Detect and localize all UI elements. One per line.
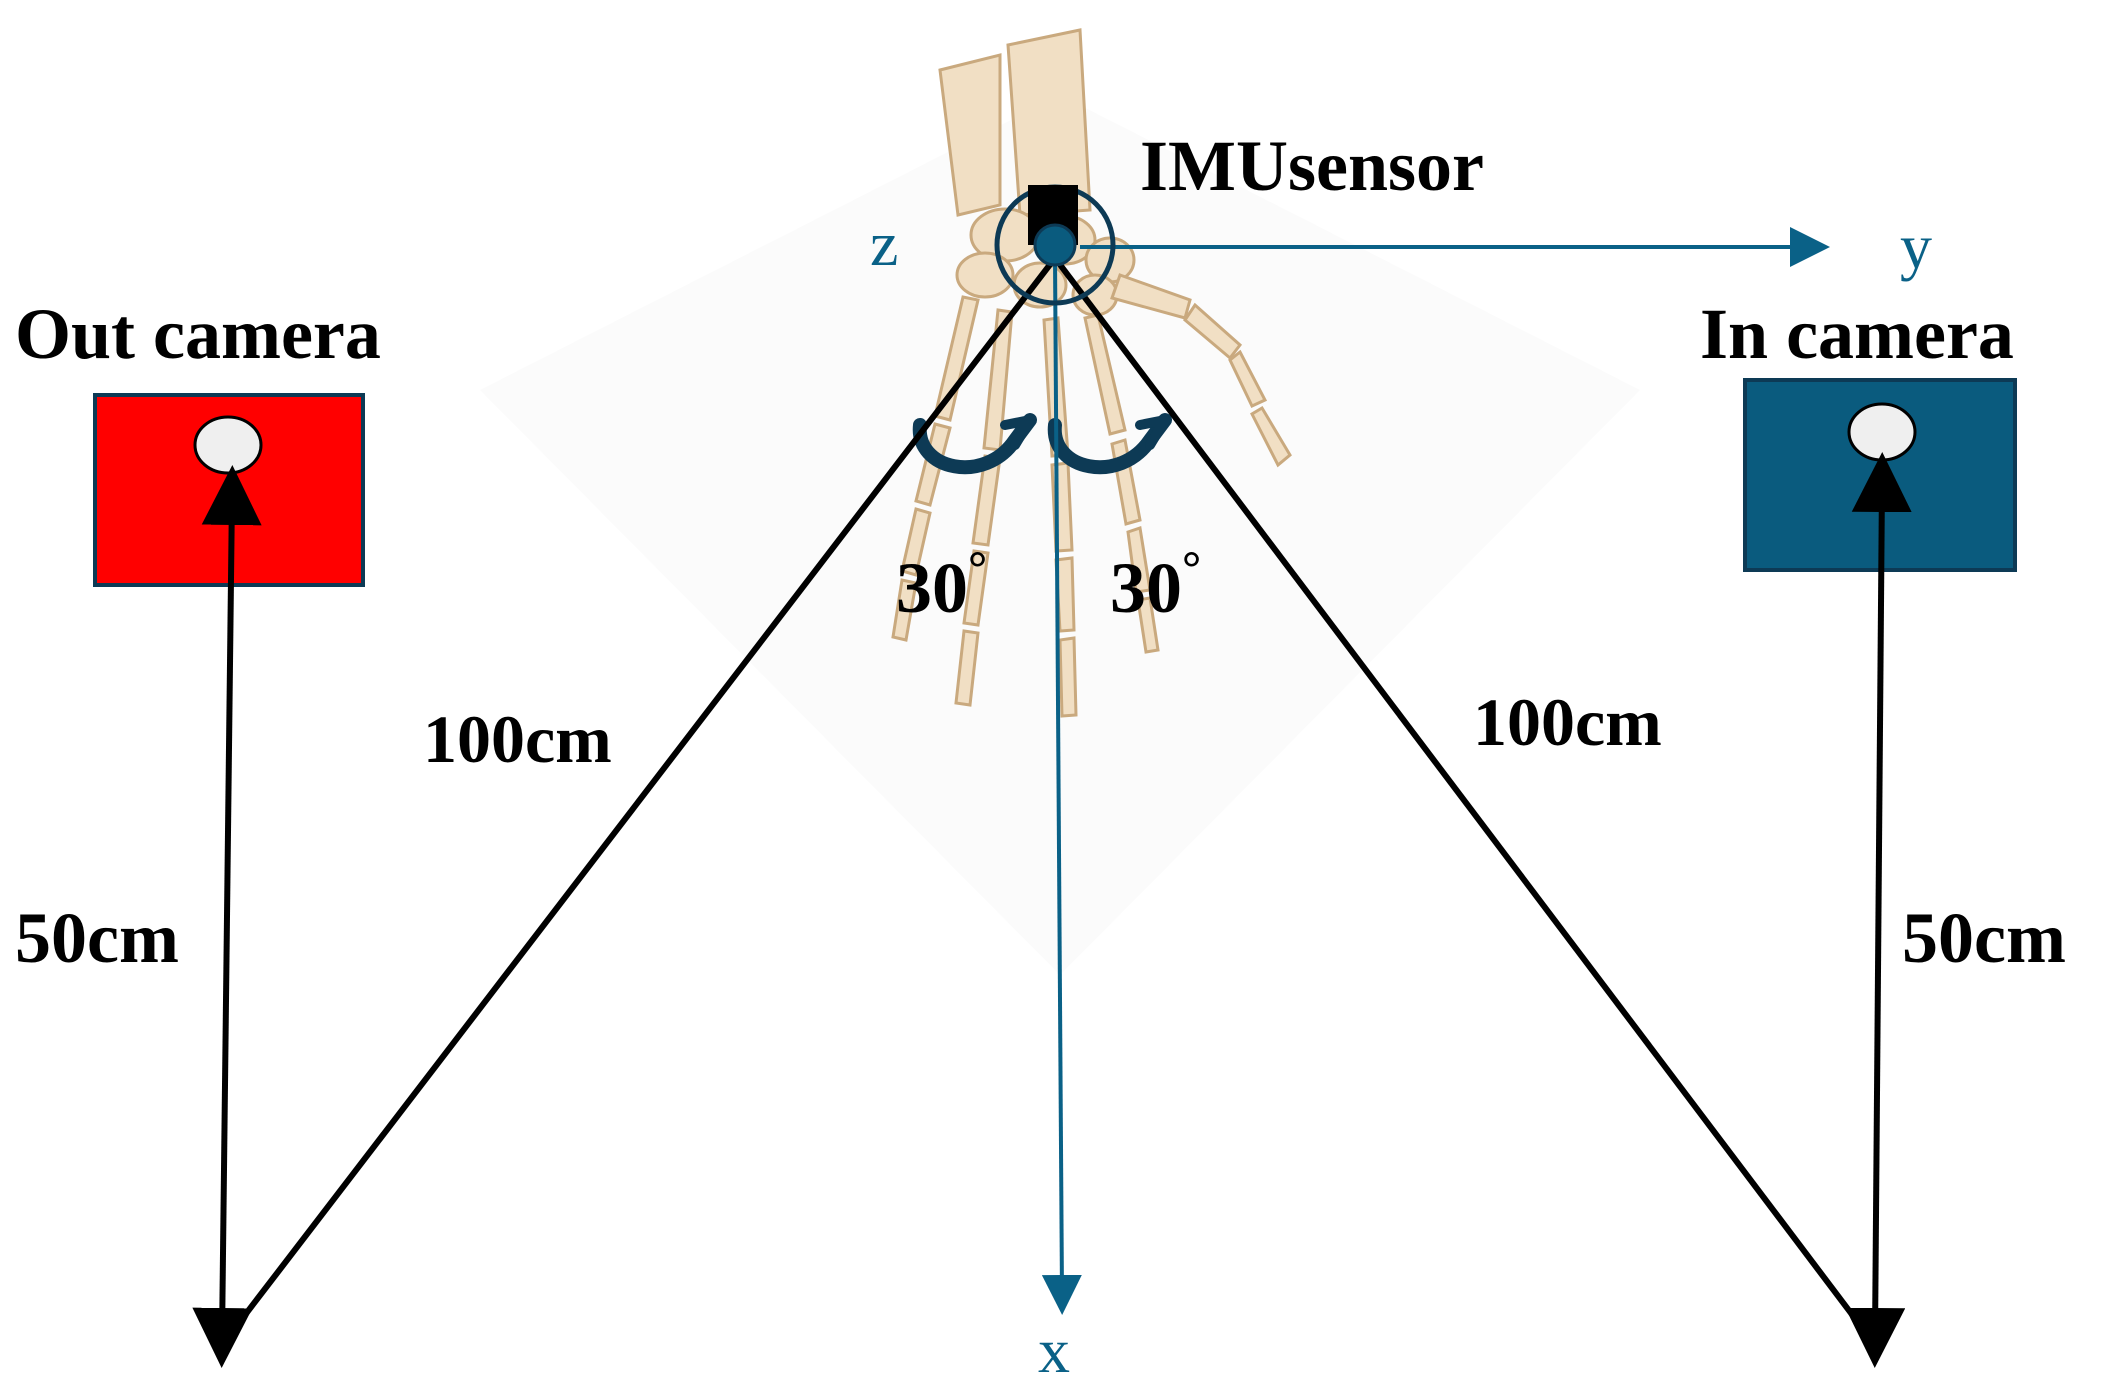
z-axis-label: z bbox=[870, 208, 898, 279]
x-axis-label: x bbox=[1038, 1315, 1070, 1386]
in-camera-lens bbox=[1847, 402, 1917, 462]
distance-label-right: 100cm bbox=[1473, 684, 1662, 760]
height-arrow-right bbox=[1845, 452, 1912, 1368]
height-arrow-left bbox=[192, 465, 262, 1368]
out-camera-lens bbox=[193, 415, 263, 475]
distance-line-right bbox=[1052, 256, 1878, 1347]
height-label-right: 50cm bbox=[1902, 898, 2066, 978]
distance-line-left bbox=[219, 256, 1058, 1347]
x-axis-line bbox=[1041, 257, 1082, 1315]
height-label-left: 50cm bbox=[15, 898, 179, 978]
out-camera-label: Out camera bbox=[15, 294, 381, 374]
angle-label-right: 30° bbox=[1110, 542, 1201, 628]
sensor-label: IMUsensor bbox=[1140, 126, 1484, 206]
angle-label-left: 30° bbox=[896, 542, 987, 628]
rotation-arrow-left-icon bbox=[912, 413, 1037, 475]
imu-sensor-icon bbox=[994, 184, 1116, 306]
distance-label-left: 100cm bbox=[423, 701, 612, 777]
in-camera-label: In camera bbox=[1700, 294, 2014, 374]
y-axis-label: y bbox=[1900, 211, 1932, 282]
